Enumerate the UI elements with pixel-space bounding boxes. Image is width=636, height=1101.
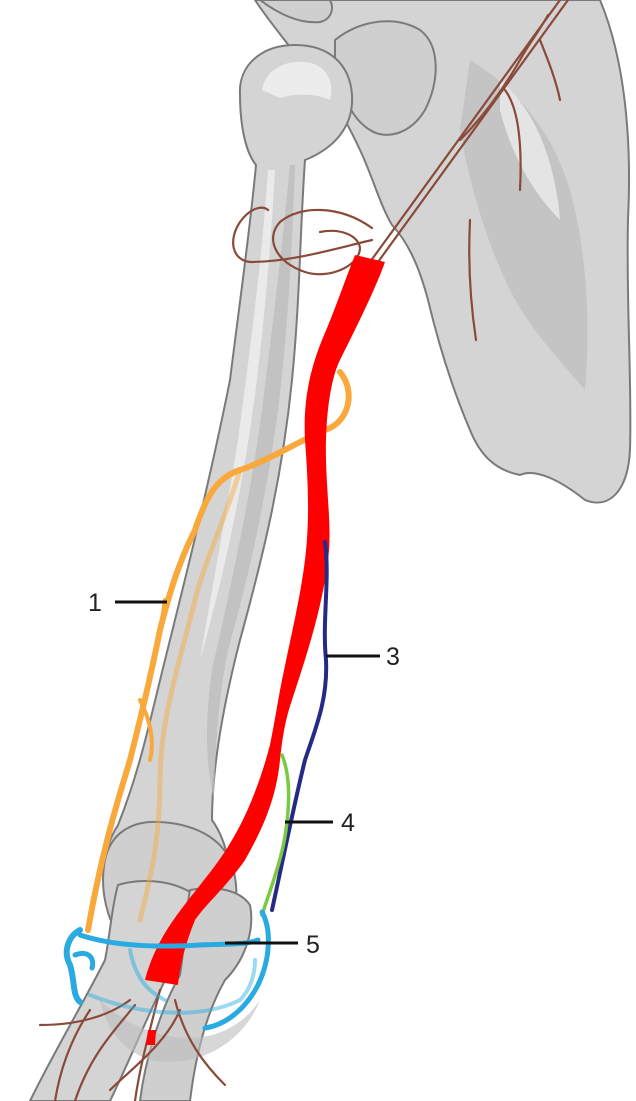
- label-3: 3: [386, 643, 400, 671]
- label-1: 1: [88, 589, 102, 617]
- light-blue-arch: [67, 930, 80, 1002]
- light-blue-arch: [75, 953, 93, 968]
- forearm-bones: [30, 881, 260, 1101]
- orange-vessel-branch: [160, 600, 165, 632]
- label-5: 5: [306, 931, 320, 959]
- label-4: 4: [341, 809, 355, 837]
